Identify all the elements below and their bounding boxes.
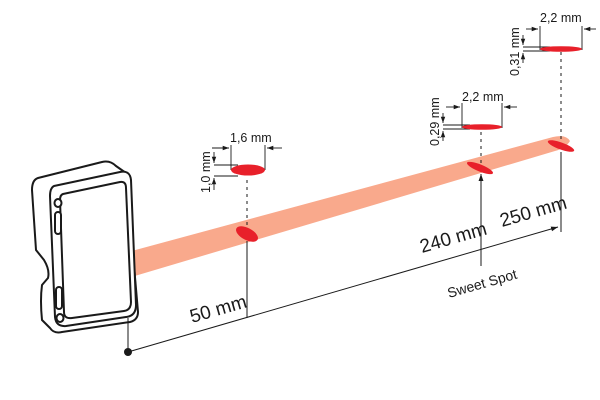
spot-3 bbox=[540, 46, 582, 52]
laser-beam bbox=[128, 136, 570, 278]
beam-spot-240mm bbox=[466, 161, 494, 175]
spot-2-height: 0,29 mm bbox=[428, 97, 442, 146]
laser-sensor-icon bbox=[31, 160, 139, 334]
spot-3-width: 2,2 mm bbox=[540, 11, 582, 25]
beam-spot-250mm bbox=[547, 140, 575, 152]
distance-240mm: 240 mm bbox=[418, 219, 490, 258]
spot-callout-2 bbox=[440, 103, 517, 141]
distance-250mm: 250 mm bbox=[498, 193, 570, 232]
spot-2 bbox=[462, 124, 502, 130]
spot-2-width: 2,2 mm bbox=[462, 90, 504, 104]
origin-dot bbox=[124, 348, 132, 356]
beam-spot-50mm bbox=[236, 226, 258, 242]
spot-1-height: 1,0 mm bbox=[199, 151, 213, 193]
spot-callout-3 bbox=[520, 26, 596, 63]
distance-50mm: 50 mm bbox=[188, 292, 250, 328]
spot-3-height: 0,31 mm bbox=[508, 27, 522, 76]
spot-callout-1 bbox=[211, 145, 282, 190]
spot-1 bbox=[231, 164, 265, 176]
spot-1-width: 1,6 mm bbox=[230, 131, 272, 145]
sweet-spot-label: Sweet Spot bbox=[445, 266, 518, 301]
